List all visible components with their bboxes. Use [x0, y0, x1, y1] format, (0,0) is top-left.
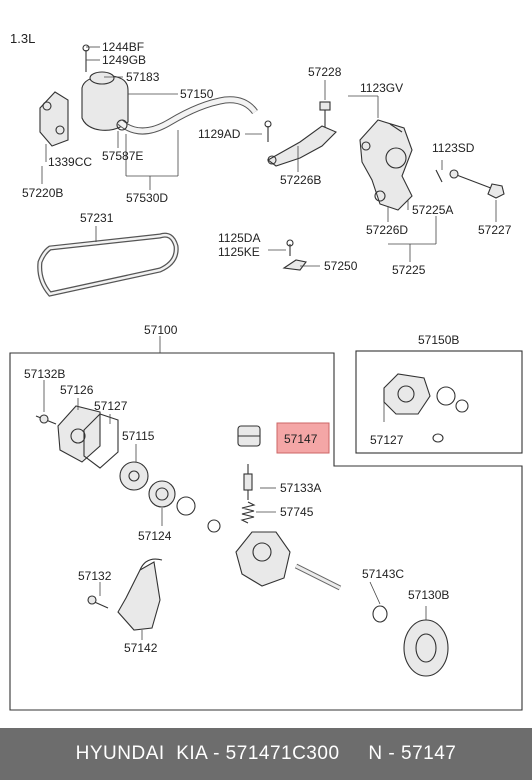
- label-57228[interactable]: 57228: [308, 65, 342, 79]
- label-57142[interactable]: 57142: [124, 641, 158, 655]
- label-1339CC[interactable]: 1339CC: [48, 155, 92, 169]
- highlighted-part-box[interactable]: [276, 422, 330, 454]
- part-number-footer: HYUNDAI KIA - 571471C300 N - 57147: [0, 728, 532, 780]
- label-1125KE[interactable]: 1125KE: [218, 245, 260, 259]
- label-57226B[interactable]: 57226B: [280, 173, 321, 187]
- label-57127-kit[interactable]: 57127: [370, 433, 404, 447]
- reservoir-assembly-drawing: [39, 44, 272, 147]
- label-1129AD[interactable]: 1129AD: [198, 127, 241, 141]
- drive-belt-drawing: [37, 232, 179, 297]
- label-1244BF[interactable]: 1244BF: [102, 40, 144, 54]
- label-57227[interactable]: 57227: [478, 223, 512, 237]
- label-57133A[interactable]: 57133A: [280, 481, 321, 495]
- pump-parts-drawing: [35, 405, 449, 677]
- label-57183[interactable]: 57183: [126, 70, 160, 84]
- gasket-kit-drawing: [383, 373, 469, 443]
- gasket-kit-frame: [355, 350, 523, 454]
- label-57100[interactable]: 57100: [144, 323, 178, 337]
- label-1123GV[interactable]: 1123GV: [360, 81, 403, 95]
- bracket-assembly-drawing: [266, 101, 505, 211]
- label-57143C[interactable]: 57143C: [362, 567, 404, 581]
- label-57130B[interactable]: 57130B: [408, 588, 449, 602]
- label-57147[interactable]: 57147: [284, 432, 318, 446]
- label-57226D[interactable]: 57226D: [366, 223, 408, 237]
- label-1249GB[interactable]: 1249GB: [102, 53, 146, 67]
- label-1123SD[interactable]: 1123SD: [432, 141, 475, 155]
- label-57127[interactable]: 57127: [94, 399, 128, 413]
- label-57132B[interactable]: 57132B: [24, 367, 65, 381]
- label-57745[interactable]: 57745: [280, 505, 314, 519]
- label-57220B[interactable]: 57220B: [22, 186, 63, 200]
- label-57150[interactable]: 57150: [180, 87, 214, 101]
- pump-assembly-frame: [9, 352, 523, 711]
- label-57132[interactable]: 57132: [78, 569, 112, 583]
- label-57587E[interactable]: 57587E: [102, 149, 143, 163]
- label-57124[interactable]: 57124: [138, 529, 172, 543]
- label-1125DA[interactable]: 1125DA: [218, 231, 260, 245]
- exploded-parts-diagram: 1.3L: [9, 31, 523, 711]
- engine-label: 1.3L: [10, 31, 35, 46]
- label-57231[interactable]: 57231: [80, 211, 114, 225]
- label-57225[interactable]: 57225: [392, 263, 426, 277]
- label-57115[interactable]: 57115: [122, 429, 155, 443]
- label-57530D[interactable]: 57530D: [126, 191, 168, 205]
- bracket-57250-drawing: [282, 239, 307, 271]
- label-57126[interactable]: 57126: [60, 383, 94, 397]
- label-57225A[interactable]: 57225A: [412, 203, 453, 217]
- label-57250[interactable]: 57250: [324, 259, 358, 273]
- label-57150B[interactable]: 57150B: [418, 333, 459, 347]
